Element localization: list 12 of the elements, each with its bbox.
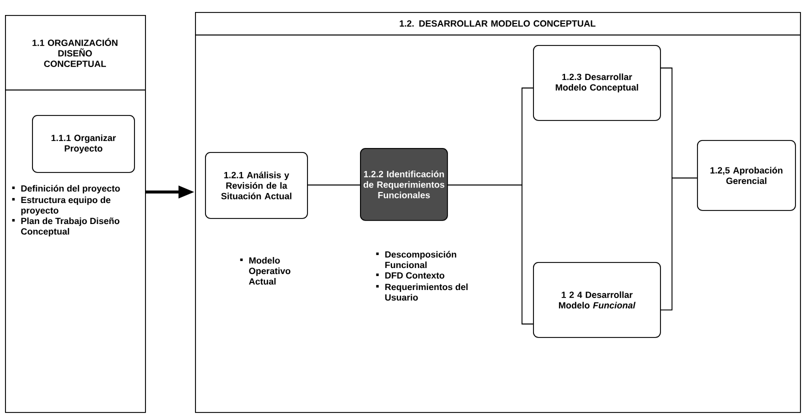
bullet-list: Modelo Operativo Actual (240, 257, 290, 285)
connector (660, 178, 698, 310)
connector (306, 184, 360, 186)
process-box: 1.1.1 Organizar Proyecto (32, 115, 135, 173)
process-box: 1.2.1 Análisis y Revisión de la Situación Actual (205, 152, 308, 219)
process-box: 1.2.3 Desarrollar Modelo Conceptual (533, 44, 661, 121)
bullet-list: Descomposición Funcional DFD Contexto Requerimientos del Usuario (376, 250, 468, 301)
bullet-list: Definición del proyecto Estructura equipo de proyecto Plan de Trabajo Diseño Conceptual (12, 184, 120, 236)
process-box: 1.2,5 Aprobación Gerencial (697, 140, 796, 211)
process-box: 1 2 4 Desarrollar Modelo Funcional (533, 262, 661, 338)
connector (446, 184, 534, 324)
process-box: 1.2.2 Identificación de Requerimientos Funcionales (360, 148, 448, 221)
